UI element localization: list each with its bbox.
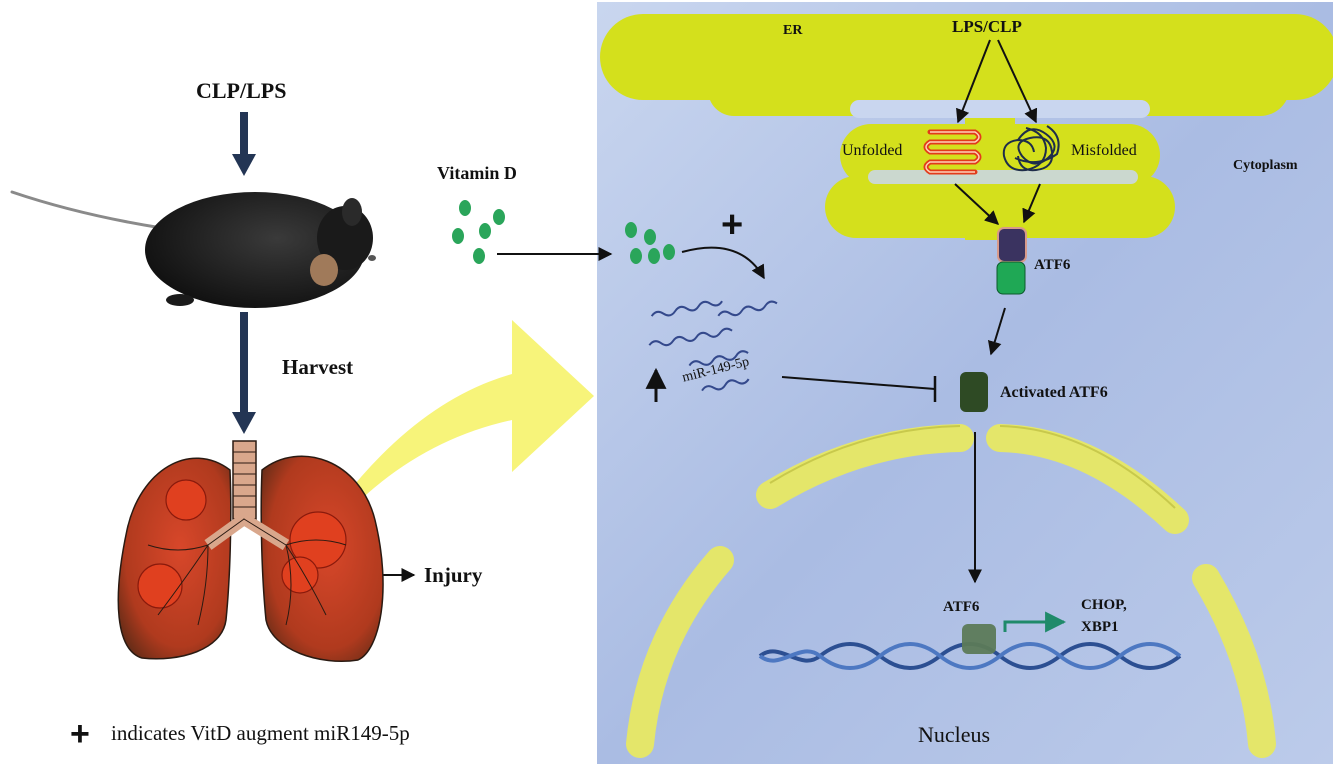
nucleus-label: Nucleus — [918, 722, 991, 747]
flow-arrows — [232, 112, 256, 434]
nuclear-envelope — [626, 424, 1276, 758]
mouse-image — [10, 190, 376, 308]
legend-caption: indicates VitD augment miR149-5p — [111, 721, 410, 745]
injury-label: Injury — [424, 563, 483, 587]
chop-label: CHOP, — [1081, 597, 1127, 613]
cytoplasm-label: Cytoplasm — [1233, 158, 1298, 173]
lungs-image — [117, 440, 384, 662]
misfolded-label: Misfolded — [1071, 142, 1137, 159]
harvest-label: Harvest — [282, 355, 354, 379]
vitamin-d-label: Vitamin D — [437, 163, 517, 183]
plus-legend-icon: + — [70, 715, 90, 753]
xbp1-label: XBP1 — [1081, 619, 1119, 635]
transcription-arrow-icon — [1003, 611, 1067, 633]
vitamin-d-molecules-intracellular — [625, 222, 675, 264]
big-transition-arrow-icon — [342, 320, 594, 510]
activated-atf6-label: Activated ATF6 — [1000, 384, 1108, 401]
augment-plus-icon: + — [721, 204, 744, 246]
misfolded-protein-icon — [1002, 125, 1060, 172]
atf6-dna-label: ATF6 — [943, 599, 980, 615]
activated-atf6-protein — [960, 372, 988, 412]
unfolded-label: Unfolded — [842, 142, 903, 159]
inhibition-line — [781, 376, 937, 402]
clp-lps-label: CLP/LPS — [196, 78, 287, 103]
vitamin-d-molecules — [452, 200, 505, 264]
er-label: ER — [783, 23, 803, 38]
atf6-bound-dna — [962, 624, 996, 654]
atf6-membrane-label: ATF6 — [1034, 257, 1071, 273]
atf6-membrane-protein — [996, 227, 1027, 295]
mirna-strands — [648, 300, 778, 392]
lps-clp-label: LPS/CLP — [952, 17, 1022, 36]
